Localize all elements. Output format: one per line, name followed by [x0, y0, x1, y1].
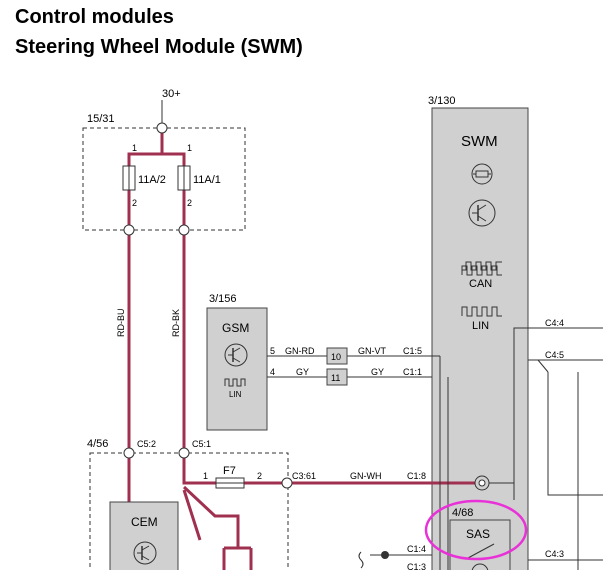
wire-rd-bu-label: RD-BU	[116, 309, 126, 338]
transistor-symbol-icon	[468, 199, 496, 227]
swm-pin-c15: C1:5	[403, 346, 422, 356]
cem-name-label: CEM	[131, 515, 158, 529]
cem-pin-c51: C5:1	[192, 439, 211, 449]
cem-node-c52	[123, 447, 135, 459]
swm-lin-label: LIN	[472, 320, 489, 332]
wire-break-icon	[358, 551, 364, 569]
sas-module-box	[449, 519, 511, 570]
cem-pin-c361: C3:61	[292, 471, 316, 481]
swm-pin-c14: C1:4	[407, 544, 426, 554]
gsm-wire-gy: GY	[296, 367, 309, 377]
cem-module-box	[109, 501, 179, 570]
cem-transistor-icon	[133, 541, 157, 565]
gsm-pin-5: 5	[270, 346, 275, 356]
page-title: Control modules	[15, 6, 174, 28]
sas-sensor-circle-icon	[471, 563, 489, 570]
swm-c45-pin: C4:5	[545, 350, 564, 360]
swm-pin-c11: C1:1	[403, 367, 422, 377]
connector-pin-11-box	[326, 368, 348, 386]
connector-pin-10-box	[326, 347, 348, 365]
wire-gn-vt-label: GN-VT	[358, 346, 387, 356]
cem-pin-c52: C5:2	[137, 439, 156, 449]
fuse-11a2-pin-bottom: 2	[132, 198, 137, 208]
swm-pin-c13: C1:3	[407, 562, 426, 570]
resistor-symbol-icon	[471, 163, 493, 185]
sas-name-label: SAS	[466, 527, 490, 541]
swm-right-bus	[547, 372, 603, 496]
swm-c44-pin: C4:4	[545, 318, 564, 328]
gsm-pin-4: 4	[270, 367, 275, 377]
fuse-11a1-pin-top: 1	[187, 143, 192, 153]
gsm-transistor-icon	[224, 343, 248, 367]
node-left-top	[123, 224, 135, 236]
fuse-11a1-label: 11A/1	[193, 174, 221, 186]
cem-ref-label: 4/56	[87, 438, 108, 450]
fuse-f7-pin-right: 2	[257, 471, 262, 481]
connector-pin-11: 11	[331, 373, 340, 383]
gsm-wire-gn-rd: GN-RD	[285, 346, 315, 356]
fuse-11a2-pin-top: 1	[132, 143, 137, 153]
fuse-box-ref: 15/31	[87, 113, 115, 125]
supply-terminal-label: 30+	[162, 88, 181, 100]
lin-bus-waveform-icon	[461, 306, 502, 317]
sas-ref-label: 4/68	[452, 507, 473, 519]
sas-highlight-ellipse	[424, 499, 528, 561]
wire-gn-wh-label: GN-WH	[350, 471, 382, 481]
supply-node	[156, 122, 168, 134]
node-right-top	[178, 224, 190, 236]
swm-ref-label: 3/130	[428, 95, 456, 107]
wire-gy-label: GY	[371, 367, 384, 377]
swm-c45-switch	[537, 359, 549, 373]
swm-c14-node	[381, 551, 389, 559]
swm-name-label: SWM	[461, 133, 498, 150]
main-red-wires	[127, 232, 480, 570]
cem-node-c51	[178, 447, 190, 459]
gsm-name-label: GSM	[222, 321, 249, 335]
swm-pin-c18: C1:8	[407, 471, 426, 481]
fuse-box-red-wires	[127, 130, 186, 228]
gsm-lin-label: LIN	[229, 390, 242, 399]
gsm-module-box	[206, 307, 268, 431]
fuse-f7-label: F7	[223, 465, 236, 477]
swm-can-label: CAN	[469, 278, 492, 290]
fuse-11a1-pin-bottom: 2	[187, 198, 192, 208]
swm-c43-pin: C4:3	[545, 549, 564, 559]
gsm-lin-waveform-icon	[224, 378, 246, 387]
wire-rd-bk-label: RD-BK	[171, 309, 181, 337]
gsm-ref-label: 3/156	[209, 293, 237, 305]
page-subtitle: Steering Wheel Module (SWM)	[15, 36, 303, 58]
fuse-f7-pin-left: 1	[203, 471, 208, 481]
cem-node-c361	[281, 477, 293, 489]
gsm-wires	[267, 355, 440, 378]
can-bus-waveform-icon	[461, 261, 502, 276]
sas-sensor-icon	[467, 543, 495, 559]
swm-c44-wire	[513, 327, 603, 500]
connector-pin-10: 10	[331, 352, 341, 362]
swm-ground-terminal-inner	[478, 479, 486, 487]
fuse-11a2-label: 11A/2	[138, 174, 166, 186]
